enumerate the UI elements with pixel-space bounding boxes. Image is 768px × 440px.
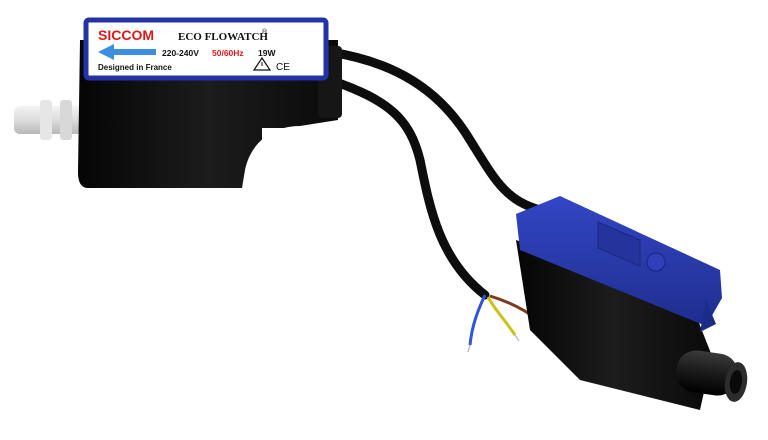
flow-arrow-icon	[98, 44, 156, 60]
brand-logo: SICCOM	[98, 27, 154, 43]
frequency-rating: 50/60Hz	[212, 48, 244, 58]
float-switch	[516, 196, 748, 410]
cable-upper	[325, 47, 545, 215]
voltage-rating: 220-240V	[162, 48, 199, 58]
warning-triangle-icon	[252, 56, 272, 71]
float-cover	[516, 196, 722, 326]
product-label: SICCOM ECO FLOWATCH ® 220-240V 50/60Hz 1…	[83, 17, 329, 81]
wire-blue	[468, 294, 487, 346]
wire-green-yellow	[486, 296, 517, 336]
cables	[325, 47, 545, 300]
float-cover-button	[646, 252, 666, 272]
cable-lower	[325, 75, 490, 300]
power-rating: 19W	[258, 48, 276, 58]
model-name: ECO FLOWATCH	[178, 31, 268, 43]
outlet-pipe	[675, 350, 748, 402]
origin-text: Designed in France	[98, 63, 172, 72]
trademark-mark: ®	[262, 28, 268, 36]
ce-mark: CE	[276, 62, 290, 73]
float-body	[516, 240, 712, 410]
inlet-nozzle	[14, 100, 94, 140]
